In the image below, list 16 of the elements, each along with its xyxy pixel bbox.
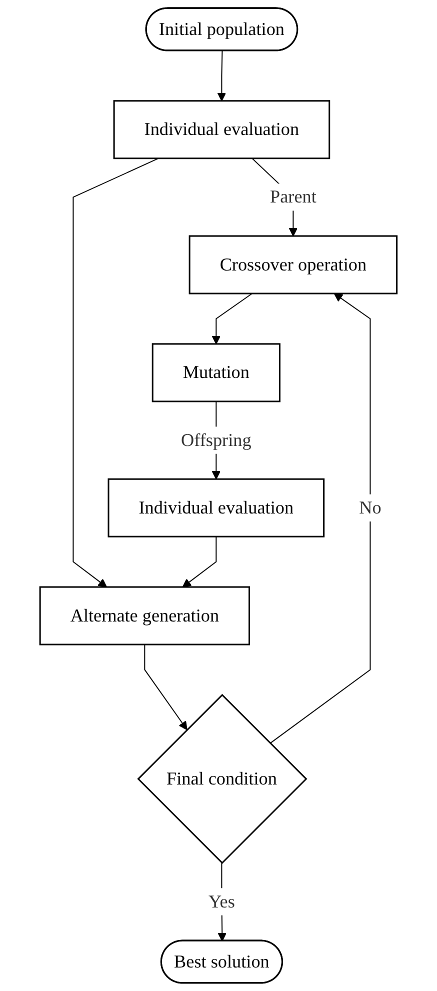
node-box: Crossover operation xyxy=(188,235,398,294)
edge-label: Parent xyxy=(270,186,316,207)
arrow xyxy=(217,50,226,102)
arrow xyxy=(72,158,159,588)
node-box: Individual evaluation xyxy=(113,100,330,160)
edge-label: Offspring xyxy=(181,430,252,450)
arrow xyxy=(182,536,217,588)
edge-label: No xyxy=(359,497,382,518)
arrow xyxy=(270,293,371,744)
edge-label: Yes xyxy=(208,891,235,912)
node-box: Alternate generation xyxy=(39,586,250,646)
node-diamond: Final condition xyxy=(137,694,308,864)
arrow xyxy=(212,293,252,344)
arrow xyxy=(144,644,188,730)
node-box: Mutation xyxy=(152,343,281,402)
node-box: Individual evaluation xyxy=(108,478,325,538)
